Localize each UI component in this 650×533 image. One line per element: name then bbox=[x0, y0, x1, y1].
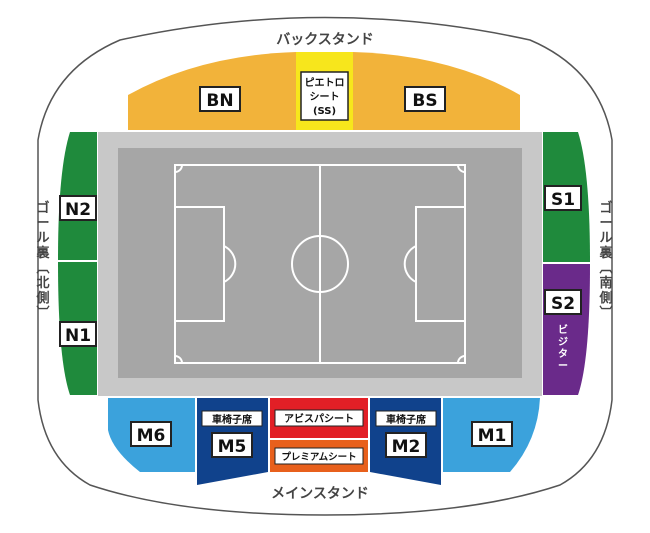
m1-label-box bbox=[471, 421, 513, 447]
visitor-char: ー bbox=[558, 361, 568, 372]
goal-south-char: ︹ bbox=[598, 261, 613, 276]
goal-north-char: ゴ bbox=[36, 200, 49, 216]
avispa-label: アビスパシート bbox=[284, 412, 354, 425]
goal-north-char: ︹ bbox=[35, 261, 50, 276]
goal-north-char: 裏 bbox=[35, 245, 50, 261]
goal-south-char: ル bbox=[599, 231, 612, 246]
section-s2-label: S2 bbox=[551, 294, 575, 314]
section-m2-label: M2 bbox=[392, 437, 421, 457]
avispa-label-box bbox=[274, 409, 364, 427]
premium-label-box bbox=[274, 447, 364, 465]
n1-label-box bbox=[59, 321, 97, 347]
section-bs-label: BS bbox=[412, 91, 437, 111]
wheelchair-right-box bbox=[375, 410, 437, 427]
section-n2-label: N2 bbox=[65, 200, 91, 220]
goal-north-label: ゴ ー ル 裏 ︹ 北 側 ︺ bbox=[35, 200, 50, 321]
ss-label-line3: (SS) bbox=[313, 106, 336, 117]
section-bn-label: BN bbox=[206, 91, 233, 111]
goal-north-char: ー bbox=[36, 216, 49, 231]
goal-south-char: 南 bbox=[599, 275, 612, 291]
goal-south-label: ゴ ー ル 裏 ︹ 南 側 ︺ bbox=[598, 200, 613, 321]
ss-label-line2: シート bbox=[310, 91, 340, 103]
n2-label-box bbox=[59, 195, 97, 221]
section-m1-label: M1 bbox=[478, 426, 507, 446]
wheelchair-right-label: 車椅子席 bbox=[386, 413, 426, 426]
ss-label-line1: ピエトロ bbox=[305, 77, 345, 89]
visitor-char: ビ bbox=[558, 323, 568, 336]
visitor-char: タ bbox=[558, 348, 568, 360]
goal-north-char: 北 bbox=[36, 276, 49, 291]
main-stand-label: メインスタンド bbox=[271, 486, 369, 502]
back-stand-label: バックスタンド bbox=[276, 32, 374, 48]
m6-label-box bbox=[130, 421, 172, 447]
pitch-lines bbox=[174, 164, 466, 364]
visitor-label: ビ ジ タ ー bbox=[558, 323, 568, 372]
s1-label-box bbox=[544, 185, 582, 211]
goal-north-char: ル bbox=[36, 231, 49, 246]
ss-label-box bbox=[300, 71, 349, 121]
goal-south-char: ︺ bbox=[598, 305, 613, 321]
section-m5-label: M5 bbox=[218, 437, 247, 457]
bs-label-box bbox=[404, 86, 446, 112]
visitor-char: ジ bbox=[558, 336, 568, 348]
m2-label-box bbox=[385, 432, 427, 458]
s2-label-box bbox=[544, 289, 582, 315]
section-s1-label: S1 bbox=[551, 190, 575, 210]
premium-label: プレミアムシート bbox=[281, 451, 356, 463]
wheelchair-left-label: 車椅子席 bbox=[212, 413, 252, 426]
wheelchair-left-box bbox=[201, 410, 263, 427]
section-n1-label: N1 bbox=[65, 326, 91, 346]
goal-south-char: ー bbox=[599, 216, 612, 231]
goal-south-char: 側 bbox=[598, 290, 612, 306]
goal-south-char: 裏 bbox=[598, 245, 613, 261]
goal-north-char: 側 bbox=[35, 290, 49, 306]
section-m6-label: M6 bbox=[137, 426, 166, 446]
bn-label-box bbox=[199, 86, 241, 112]
goal-north-char: ︺ bbox=[35, 305, 50, 321]
goal-south-char: ゴ bbox=[599, 200, 612, 216]
m5-label-box bbox=[211, 432, 253, 458]
